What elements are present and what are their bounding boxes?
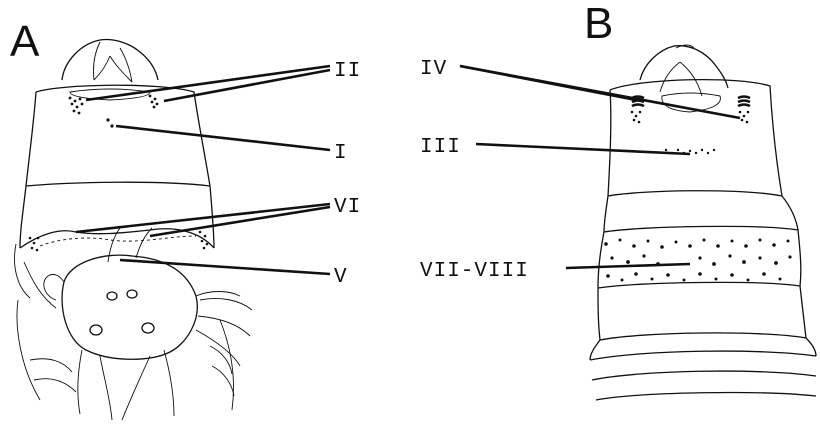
- panel-a-eye-4: [142, 323, 154, 333]
- panel-a-head-shield: [62, 255, 197, 359]
- panel-a-leader-ii-1: [86, 66, 330, 100]
- panel-b-lower-segments: [590, 351, 816, 400]
- panel-b: B: [420, 0, 816, 400]
- panel-a-label-v: V: [334, 266, 348, 289]
- panel-a-leader-v: [120, 260, 330, 274]
- panel-a-body-outline: [15, 40, 252, 421]
- panel-b-segment-border-4: [600, 333, 806, 340]
- panel-a-trunk-hatching: [30, 346, 234, 396]
- panel-b-segment-border-3: [598, 282, 800, 288]
- panel-b-segment-border-1: [608, 191, 782, 196]
- panel-a-antennae: [78, 350, 174, 420]
- panel-b-leader-vii-viii: [566, 264, 690, 268]
- panel-b-label-iii: III: [420, 136, 461, 159]
- panel-a: A: [10, 17, 361, 420]
- panel-a-segment-border-1: [26, 182, 210, 186]
- panel-a-parapodium-right: [196, 292, 240, 297]
- panel-a-letter: A: [10, 17, 40, 66]
- panel-b-leader-iii: [476, 144, 690, 154]
- panel-a-paragnaths-band-v: [40, 236, 196, 246]
- panel-b-segment-border-2: [604, 226, 798, 232]
- panel-a-leader-i: [116, 126, 330, 150]
- panel-a-label-ii: II: [334, 60, 361, 83]
- panel-a-label-vi: VI: [334, 196, 361, 219]
- panel-a-parapodium-left: [44, 274, 64, 300]
- panel-b-label-iv: IV: [420, 58, 447, 81]
- panel-b-leader-iv-2: [460, 66, 740, 118]
- panel-b-segment-sides-4: [598, 286, 806, 340]
- panel-a-pharynx: [70, 89, 150, 100]
- panel-a-paragnaths-group-i: [106, 118, 113, 127]
- panel-b-letter: B: [584, 0, 613, 48]
- panel-a-eye-2: [127, 290, 137, 298]
- panel-a-cirri-left: [15, 244, 56, 308]
- panel-a-prostomium: [62, 40, 158, 81]
- panel-b-paragnaths-band-vii-viii: [604, 239, 791, 282]
- panel-a-label-i: I: [334, 142, 348, 165]
- panel-a-eye-1: [107, 292, 117, 300]
- panel-a-eye-3: [90, 325, 102, 335]
- panel-b-label-vii-viii: VII-VIII: [420, 260, 529, 283]
- panel-b-lower-sides: [590, 338, 816, 360]
- panel-a-body-sides: [20, 85, 214, 248]
